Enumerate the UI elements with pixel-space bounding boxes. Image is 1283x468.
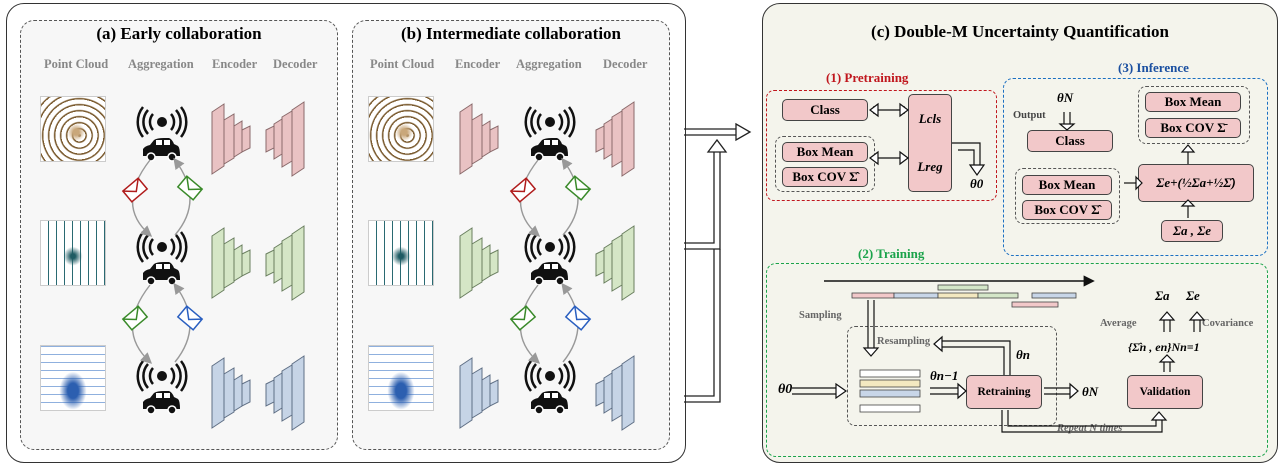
uncertainty-arrows (792, 102, 1206, 433)
set-expression: {Σ̂n , en}Nn=1 (1128, 340, 1200, 354)
inference-title: (3) Inference (1118, 60, 1189, 75)
repeat-label: Repeat N times (1057, 423, 1123, 434)
message-envelope-icon (121, 305, 149, 331)
sampling-label: Sampling (799, 310, 842, 321)
intermediate-collab-title: (b) Intermediate collaboration (400, 24, 622, 43)
loss-box: Lcls Lreg (908, 94, 952, 192)
output-label: Output (1013, 110, 1046, 121)
panel-connector-arrows (684, 122, 752, 403)
car-icon (142, 390, 181, 415)
inference-bottom-group (1015, 168, 1120, 224)
theta-n-minus-1-label: θn−1 (930, 368, 959, 383)
uncertainty-title: (c) Double-M Uncertainty Quantification (871, 22, 1169, 41)
covariance-label: Covariance (1202, 318, 1254, 329)
retraining-box: Retraining (966, 375, 1042, 409)
pretrain-class-box: Class (782, 99, 868, 121)
message-envelope-icon (121, 177, 149, 203)
header-aggregation: Aggregation (516, 57, 582, 71)
point-cloud-image (40, 220, 106, 286)
message-envelope-icon (176, 305, 204, 331)
inference-box-mean-top: Box Mean (1145, 92, 1241, 112)
resampling-group (847, 326, 1057, 426)
header-point-cloud: Point Cloud (44, 57, 109, 71)
point-cloud-image (40, 96, 106, 162)
sigma-e-label: Σe (1186, 288, 1200, 303)
sigma-box: Σa , Σe (1161, 220, 1223, 242)
pretraining-title: (1) Pretraining (826, 70, 909, 85)
point-cloud-image (368, 345, 434, 411)
encoder-decoder-blue (211, 355, 305, 431)
point-cloud-image (368, 220, 434, 286)
vehicle-icon (136, 359, 188, 393)
theta-n-label: θn (1016, 347, 1030, 362)
message-envelope-icon (176, 175, 204, 201)
point-cloud-image (368, 96, 434, 162)
car-icon (142, 261, 181, 286)
header-encoder: Encoder (212, 57, 258, 71)
pretrain-box-group (775, 136, 875, 192)
panel-early-collaboration (6, 3, 686, 463)
vehicle-icon (136, 105, 188, 139)
theta0-training: θ0 (778, 382, 793, 397)
training-title: (2) Training (858, 246, 925, 261)
loss-cls-label: Lcls (918, 111, 942, 126)
encoder-decoder-green (211, 225, 305, 301)
loss-reg-label: Lreg (917, 159, 943, 174)
header-decoder: Decoder (273, 57, 318, 71)
inference-class-box: Class (1027, 130, 1113, 152)
header-point-cloud: Point Cloud (370, 57, 435, 71)
header-decoder: Decoder (603, 57, 648, 71)
header-aggregation: Aggregation (128, 57, 194, 71)
pretrain-box-mean: Box Mean (782, 142, 868, 162)
theta-N-inference: θN (1057, 90, 1074, 105)
inference-box-cov: Box COV Σ̂ (1022, 200, 1112, 220)
pretrain-box-cov: Box COV Σ̂ (782, 167, 868, 187)
encoder-decoder-red (211, 101, 305, 177)
pretraining-frame (766, 90, 997, 201)
point-cloud-image (40, 345, 106, 411)
collaboration-graphics (121, 101, 635, 431)
average-label: Average (1100, 318, 1137, 329)
resampling-label: Resampling (877, 336, 931, 347)
car-icon (142, 137, 181, 162)
early-collab-title: (a) Early collaboration (96, 24, 262, 43)
header-encoder: Encoder (455, 57, 501, 71)
inference-box-mean: Box Mean (1022, 175, 1112, 195)
validation-box: Validation (1127, 375, 1203, 409)
uncertainty-formula-box: Σe+(½Σa+½Σ̂) (1138, 164, 1254, 202)
vehicle-icon (136, 230, 188, 264)
theta0-pretrain: θ0 (970, 176, 984, 191)
theta-N-training: θN (1082, 384, 1099, 399)
inference-frame (1003, 78, 1268, 256)
training-frame (766, 263, 1268, 457)
inference-box-cov-top: Box COV Σ̄ (1145, 118, 1241, 138)
inference-top-group (1138, 86, 1250, 144)
sigma-a-label: Σa (1155, 288, 1170, 303)
